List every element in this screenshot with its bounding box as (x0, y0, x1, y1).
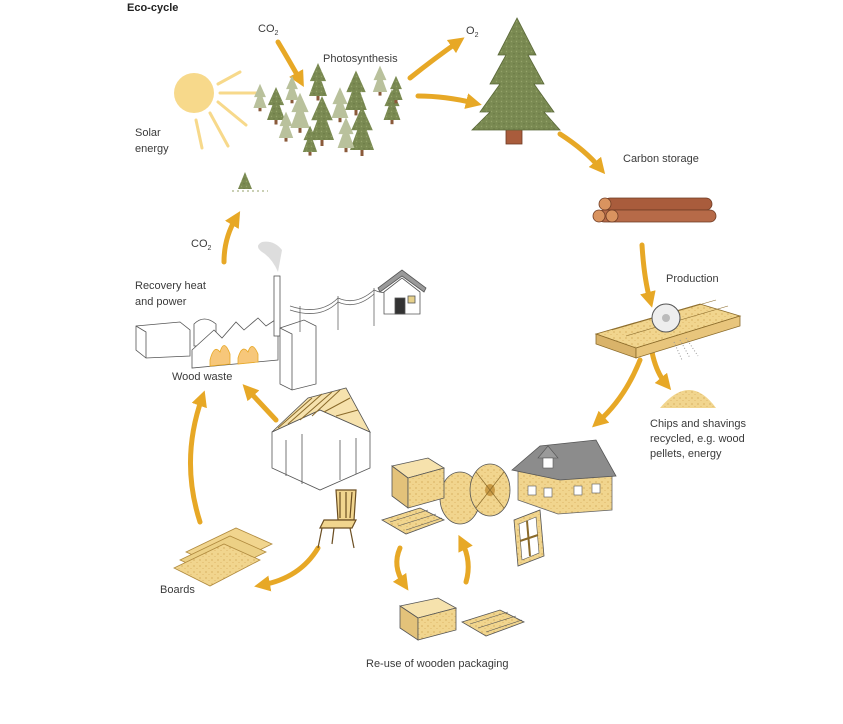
label-boards: Boards (160, 584, 195, 596)
pallet-icon-bottom (461, 609, 526, 637)
forest-tree-trunk (308, 152, 312, 156)
forest-tree-trunk (338, 118, 342, 123)
arrow-production-to-products (592, 357, 643, 428)
arrow-production-to-chips (649, 349, 672, 391)
forest-tree-trunk (390, 120, 394, 125)
forest-tree (383, 89, 401, 120)
label-recovery-1: Recovery heat (135, 280, 206, 292)
forest-tree-trunk (378, 92, 382, 96)
forest-tree (309, 63, 327, 96)
forest-tree (372, 65, 388, 92)
label-solar-energy-2: energy (135, 143, 169, 155)
forest-tree (310, 96, 334, 140)
label-wood-waste: Wood waste (172, 371, 232, 383)
forest-tree-trunk (258, 108, 262, 112)
arrow-boards-to-waste (188, 390, 207, 525)
label-recovery-2: and power (135, 296, 187, 308)
power-plant-icon (135, 241, 317, 391)
arrow-to-big-tree (415, 93, 482, 109)
forest-tree-trunk (290, 100, 294, 104)
label-solar-energy-1: Solar (135, 127, 161, 139)
forest-tree-trunk (344, 148, 348, 153)
forest-tree-trunk (360, 150, 364, 156)
arrow-reuse-down (392, 545, 409, 591)
cycle-arrows (188, 37, 672, 592)
boards-icon (173, 527, 273, 587)
label-chips-1: Chips and shavings (650, 418, 747, 430)
crate-icon-bottom (398, 597, 458, 641)
label-co2-top: CO2 (258, 23, 279, 37)
small-house-icon (377, 269, 427, 315)
forest-tree-trunk (320, 140, 324, 146)
label-production: Production (666, 273, 719, 285)
arrow-co2-to-photosynthesis (275, 39, 304, 87)
label-co2-left: CO2 (191, 238, 212, 252)
arrow-frame-to-waste (242, 384, 279, 423)
big-tree-icon (471, 17, 561, 145)
power-lines (289, 287, 399, 332)
pallet-icon (381, 507, 446, 535)
label-carbon-storage: Carbon storage (623, 153, 699, 165)
label-o2: O2 (466, 25, 479, 39)
window-frame-icon (513, 509, 545, 567)
forest-tree-trunk (394, 100, 398, 104)
label-reuse-packaging: Re-use of wooden packaging (366, 658, 508, 670)
forest-tree-trunk (316, 96, 320, 101)
forest-icon (253, 63, 403, 156)
arrow-to-o2 (407, 37, 465, 81)
forest-tree-trunk (274, 120, 278, 125)
arrow-tree-to-carbon (557, 131, 606, 175)
forest-tree (350, 106, 374, 150)
forest-tree (331, 87, 349, 118)
forest-tree-trunk (284, 138, 288, 142)
forest-tree (267, 87, 285, 120)
forest-tree (302, 125, 318, 152)
forest-tree (389, 75, 403, 100)
sawdust-pile-icon (660, 390, 716, 408)
building-frame-icon (271, 387, 371, 491)
arrow-reuse-up (458, 534, 473, 585)
sawmill-icon (594, 299, 742, 361)
seedling-icon (232, 172, 268, 192)
logs-icon (592, 197, 717, 223)
label-chips-2: recycled, e.g. wood (650, 433, 745, 445)
diagram-labels: Eco-cycle CO2 O2 Photosynthesis Solar en… (127, 2, 747, 670)
label-chips-3: pellets, energy (650, 448, 722, 460)
forest-tree (253, 83, 267, 108)
forest-tree-trunk (354, 110, 358, 116)
arrow-chair-to-boards (254, 545, 321, 592)
house-icon (511, 439, 617, 515)
label-photosynthesis: Photosynthesis (323, 53, 398, 65)
sun-icon (174, 70, 260, 150)
title: Eco-cycle (127, 2, 178, 14)
forest-tree (278, 111, 294, 138)
crate-icon (391, 457, 445, 509)
forest-tree (285, 75, 299, 100)
forest-tree (337, 117, 355, 148)
forest-tree (290, 92, 310, 128)
arrow-co2-up (221, 211, 241, 265)
forest-tree-trunk (298, 128, 302, 133)
arrow-logs-to-production (639, 242, 656, 308)
forest-tree (345, 70, 367, 110)
chair-icon (317, 489, 357, 549)
cable-reel-icon (439, 463, 511, 525)
